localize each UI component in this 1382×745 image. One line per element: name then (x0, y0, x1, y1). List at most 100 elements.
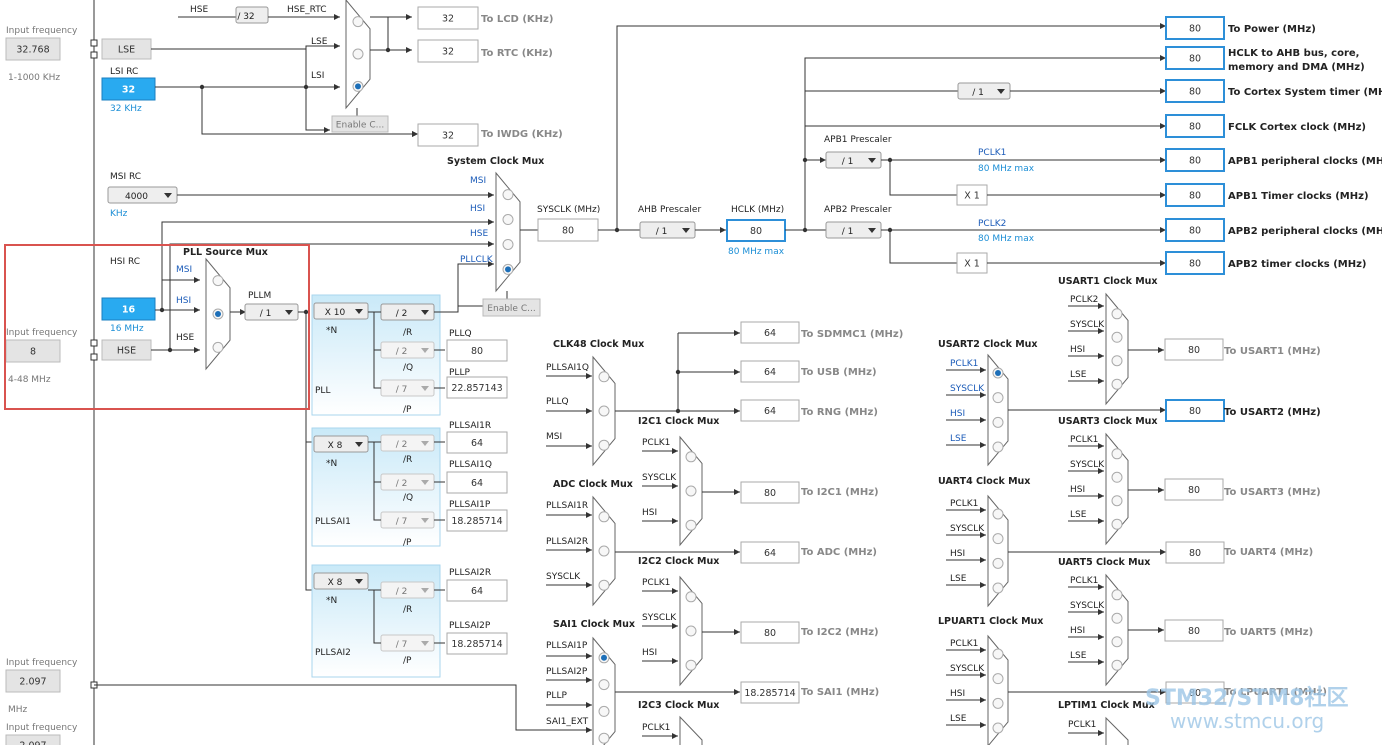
input4-frequency-input[interactable]: 2.097 (5, 734, 61, 745)
mux-radio-2[interactable] (992, 697, 1004, 709)
sai1-clock-mux[interactable] (592, 636, 616, 745)
mux-radio-3[interactable] (992, 582, 1004, 594)
mux-radio-3[interactable] (1111, 659, 1123, 671)
output-7-value-value: 80 (1189, 259, 1201, 270)
mux-radio-2[interactable] (598, 705, 610, 717)
mux-radio-2[interactable] (992, 416, 1004, 428)
mux-radio-1[interactable] (992, 673, 1004, 685)
mux-radio-1[interactable] (992, 392, 1004, 404)
checkbox-icon[interactable] (90, 353, 98, 361)
ahb-prescaler-dropdown[interactable]: / 1 (639, 221, 696, 239)
usart3-clock-mux-in4: LSE (1070, 510, 1087, 520)
mux-radio-0[interactable] (598, 511, 610, 523)
hse-source[interactable]: HSE (101, 339, 152, 361)
hse-frequency-input[interactable]: 8 (5, 339, 61, 363)
mux-radio-0[interactable] (212, 275, 224, 287)
mux-radio-0[interactable] (352, 16, 364, 28)
pllsai1-r-dropdown[interactable]: / 2 (380, 434, 435, 452)
mux-radio-1[interactable] (992, 533, 1004, 545)
mux-radio-2[interactable] (212, 341, 224, 353)
mux-radio-3[interactable] (598, 732, 610, 744)
mux-radio-1[interactable] (598, 405, 610, 417)
checkbox-icon[interactable] (90, 39, 98, 47)
junction-dot (675, 369, 681, 375)
usart1-clock-mux[interactable] (1105, 292, 1129, 406)
checkbox-icon[interactable] (90, 339, 98, 347)
mux-radio-1[interactable] (1111, 612, 1123, 624)
pllsai2-r-dropdown[interactable]: / 2 (380, 581, 435, 599)
mux-radio-2[interactable] (598, 579, 610, 591)
usart2-clock-mux[interactable] (987, 353, 1009, 467)
mux-radio-0[interactable] (1111, 448, 1123, 460)
mux-radio-2[interactable] (598, 439, 610, 451)
mux-radio-2[interactable] (685, 659, 697, 671)
pll-r-dropdown[interactable]: / 2 (380, 303, 435, 321)
pllm-label: PLLM (248, 291, 271, 301)
apb2-prescaler-dropdown[interactable]: / 1 (825, 221, 882, 239)
iwdg-output-value-value: 32 (442, 131, 454, 142)
lse-source[interactable]: LSE (101, 38, 152, 60)
lpuart1-clock-mux[interactable] (987, 634, 1009, 745)
mux-radio-1[interactable] (502, 214, 514, 226)
pllsai2-n-dropdown[interactable]: X 8 (313, 572, 369, 590)
i2c3-clock-mux[interactable] (679, 715, 703, 745)
system-clock-mux[interactable] (495, 171, 521, 293)
checkbox-icon[interactable] (90, 51, 98, 59)
cortex-div-dropdown[interactable]: / 1 (957, 82, 1011, 100)
mux-radio-2[interactable] (502, 238, 514, 250)
apb1-prescaler-dropdown[interactable]: / 1 (825, 151, 882, 169)
uart5-clock-mux[interactable] (1105, 573, 1129, 687)
mux-radio-3[interactable] (1111, 378, 1123, 390)
pllsai1-p-dropdown[interactable]: / 7 (380, 511, 435, 529)
mux-radio-0[interactable] (598, 371, 610, 383)
pllsai1-n-dropdown[interactable]: X 8 (313, 435, 369, 453)
mux-radio-0[interactable] (992, 508, 1004, 520)
msi-rc-dropdown[interactable]: 4000 (107, 186, 178, 204)
pll-q-dropdown[interactable]: / 2 (380, 341, 435, 359)
pllsai2-p-dropdown[interactable]: / 7 (380, 634, 435, 652)
pll-p-dropdown[interactable]: / 7 (380, 379, 435, 397)
i2c2-clock-mux[interactable] (679, 575, 703, 687)
mux-radio-1[interactable] (352, 48, 364, 60)
mux-radio-3[interactable] (1111, 518, 1123, 530)
mux-radio-0[interactable] (1111, 308, 1123, 320)
mux-radio-1[interactable] (1111, 331, 1123, 343)
pll-n-dropdown[interactable]: X 10 (313, 302, 369, 320)
mux-radio-0[interactable] (685, 591, 697, 603)
output-5-value: 80 (1165, 183, 1225, 207)
mux-radio-1[interactable] (685, 625, 697, 637)
mux-radio-0[interactable] (685, 451, 697, 463)
input3-frequency-input[interactable]: 2.097 (5, 669, 61, 693)
pllm-dropdown[interactable]: / 1 (244, 303, 299, 321)
arrow-head (240, 309, 246, 315)
lptim1-clock-mux[interactable] (1105, 716, 1129, 745)
mux-radio-0[interactable] (502, 189, 514, 201)
mux-radio-0[interactable] (1111, 589, 1123, 601)
clk48-clock-mux[interactable] (592, 355, 616, 467)
mux-radio-3[interactable] (992, 441, 1004, 453)
mux-radio-0[interactable] (992, 648, 1004, 660)
mux-radio-2[interactable] (1111, 355, 1123, 367)
mux-radio-2[interactable] (685, 519, 697, 531)
usart3-clock-mux[interactable] (1105, 432, 1129, 546)
mux-radio-2[interactable] (1111, 495, 1123, 507)
mux-radio-1[interactable] (598, 545, 610, 557)
mux-radio-3[interactable] (992, 722, 1004, 734)
pllsai1-q-dropdown[interactable]: / 2 (380, 473, 435, 491)
i2c1-clock-mux[interactable] (679, 435, 703, 547)
uart4-clock-mux[interactable] (987, 494, 1009, 608)
sysclk-enable-css-button[interactable]: Enable C... (482, 298, 541, 317)
arrow-head (412, 131, 418, 137)
mux-radio-2[interactable] (1111, 636, 1123, 648)
mux-radio-1[interactable] (598, 679, 610, 691)
i2c2-label: To I2C2 (MHz) (801, 627, 879, 638)
lse-frequency-input[interactable]: 32.768 (5, 37, 61, 61)
adc-clock-mux[interactable] (592, 495, 616, 607)
rtc-enable-css-button[interactable]: Enable C... (331, 115, 389, 133)
rtc-div32-dropdown[interactable]: / 32 (235, 6, 269, 24)
mux-radio-2[interactable] (992, 557, 1004, 569)
rtc-clock-mux[interactable] (345, 0, 371, 110)
mux-radio-1[interactable] (685, 485, 697, 497)
mux-radio-1[interactable] (1111, 471, 1123, 483)
pll-source-mux[interactable] (205, 257, 231, 371)
